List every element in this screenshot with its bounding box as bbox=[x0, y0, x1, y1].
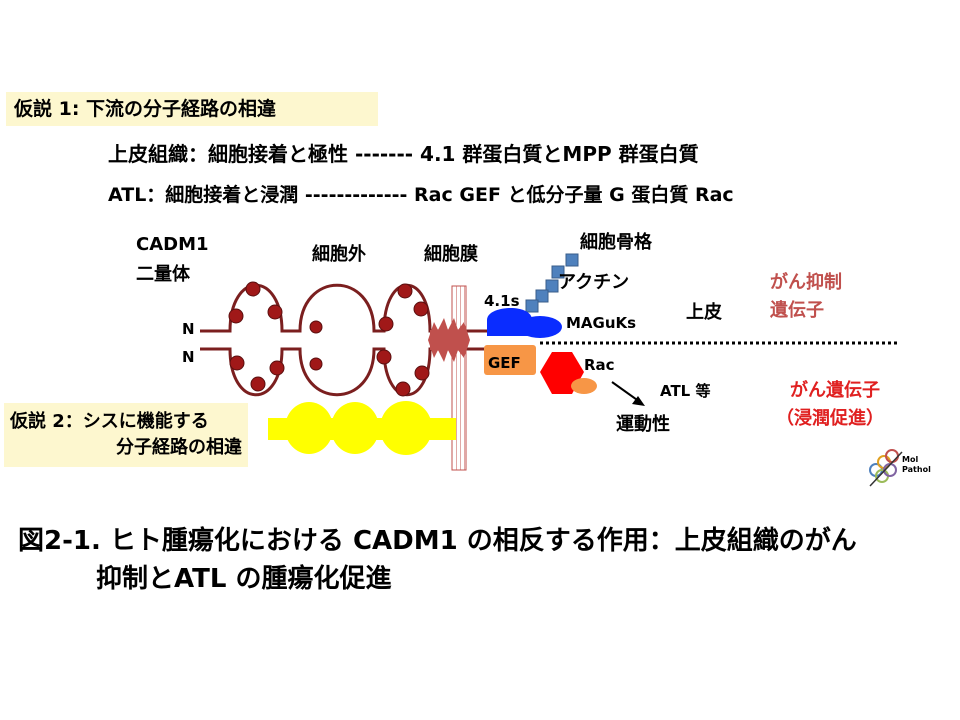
figure-caption: 図2-1. ヒト腫瘍化における CADM1 の相反する作用：上皮組織のがん 抑制… bbox=[18, 522, 857, 598]
actin-label: アクチン bbox=[558, 272, 630, 293]
transmembrane-block bbox=[430, 330, 452, 350]
maguks-shape bbox=[518, 316, 562, 338]
ig-domain-dots bbox=[228, 281, 430, 397]
hypothesis-2-box: 仮説 2：シスに機能する 分子経路の相違 bbox=[4, 403, 248, 467]
atl-etc-label: ATL 等 bbox=[660, 382, 711, 400]
extracellular-label: 細胞外 bbox=[312, 244, 366, 265]
n-terminus-bottom: N bbox=[182, 348, 195, 366]
gef-label: GEF bbox=[488, 354, 521, 372]
cell-membrane bbox=[451, 285, 467, 471]
logo-text-line1: Mol bbox=[902, 455, 919, 464]
molpathol-logo-icon bbox=[869, 449, 903, 487]
epithelial-line: 上皮組織：細胞接着と極性 ------- 4.1 群蛋白質とMPP 群蛋白質 bbox=[108, 142, 699, 166]
dimer-label: 二量体 bbox=[136, 264, 190, 285]
caption-line1: 図2-1. ヒト腫瘍化における CADM1 の相反する作用：上皮組織のがん bbox=[18, 526, 857, 556]
motility-arrow bbox=[611, 381, 641, 403]
protein-41s-label: 4.1s bbox=[484, 292, 520, 310]
logo-text-line2: Pathol bbox=[902, 465, 931, 474]
oncogene-label: がん遺伝子 bbox=[790, 380, 880, 401]
membrane-label: 細胞膜 bbox=[424, 244, 478, 265]
n-terminus-top: N bbox=[182, 320, 195, 338]
cytoskeleton-label: 細胞骨格 bbox=[580, 232, 652, 253]
motility-arrow-head bbox=[632, 396, 645, 406]
actin-filament bbox=[525, 253, 579, 313]
cadm1-label: CADM1 bbox=[136, 234, 209, 255]
yellow-molecule-3 bbox=[380, 401, 432, 455]
tumor-suppressor-gene-label: 遺伝子 bbox=[770, 300, 824, 321]
logo-text: Mol Pathol bbox=[902, 455, 942, 475]
hypothesis-1-text: 仮説 1: 下流の分子経路の相違 bbox=[14, 98, 277, 120]
rac-label: Rac bbox=[584, 356, 615, 374]
epithelium-label: 上皮 bbox=[686, 302, 722, 323]
cadm1-lower-strand bbox=[200, 347, 490, 397]
hypothesis-1-box: 仮説 1: 下流の分子経路の相違 bbox=[6, 92, 378, 126]
yellow-molecule-1 bbox=[285, 402, 333, 454]
rac-gtp bbox=[571, 378, 597, 394]
caption-line2: 抑制とATL の腫瘍化促進 bbox=[96, 564, 392, 594]
tumor-suppressor-label: がん抑制 bbox=[770, 272, 842, 293]
motility-label: 運動性 bbox=[616, 414, 670, 435]
atl-line: ATL：細胞接着と浸潤 ------------- Rac GEF と低分子量 … bbox=[108, 184, 734, 206]
yellow-molecule-2 bbox=[331, 402, 379, 454]
gef-shape bbox=[484, 345, 536, 375]
hypothesis-2-line2: 分子経路の相違 bbox=[116, 437, 242, 458]
maguks-label: MAGuKs bbox=[566, 314, 637, 332]
hypothesis-2-line1: 仮説 2：シスに機能する bbox=[10, 411, 209, 432]
invasion-promotion-label: （浸潤促進） bbox=[776, 408, 884, 429]
